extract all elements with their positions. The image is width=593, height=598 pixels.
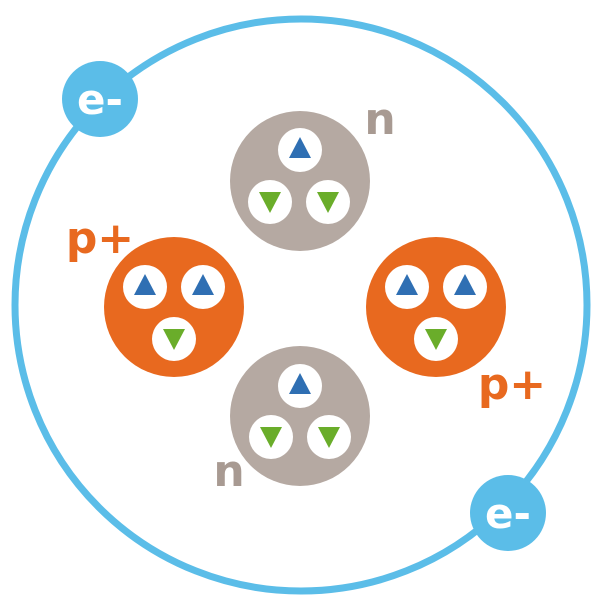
down-triangle-icon	[425, 329, 447, 350]
down-quark	[152, 317, 196, 361]
up-quark	[181, 265, 225, 309]
down-triangle-icon	[318, 427, 340, 448]
electron-orbit	[11, 15, 591, 595]
down-quark	[249, 415, 293, 459]
down-triangle-icon	[260, 427, 282, 448]
down-quark	[248, 180, 292, 224]
down-triangle-icon	[163, 329, 185, 350]
electron-label: e-	[77, 75, 123, 124]
electron-bottom-right: e-	[470, 475, 546, 551]
up-quark	[278, 128, 322, 172]
neutron-bottom	[230, 346, 370, 486]
proton-right	[366, 237, 506, 377]
up-quark	[123, 265, 167, 309]
proton-label-right: p+	[478, 359, 546, 410]
electron-label: e-	[485, 489, 531, 538]
neutron-label-bottom: n	[213, 446, 244, 497]
neutron-top	[230, 111, 370, 251]
up-triangle-icon	[192, 274, 214, 295]
up-quark	[385, 265, 429, 309]
down-triangle-icon	[259, 192, 281, 213]
proton-label-left: p+	[66, 213, 134, 264]
down-triangle-icon	[317, 192, 339, 213]
down-quark	[414, 317, 458, 361]
up-quark	[278, 364, 322, 408]
up-triangle-icon	[454, 274, 476, 295]
down-quark	[306, 180, 350, 224]
up-triangle-icon	[289, 373, 311, 394]
neutron-label-top: n	[364, 94, 395, 145]
electron-top-left: e-	[62, 61, 138, 137]
proton-left	[104, 237, 244, 377]
down-quark	[307, 415, 351, 459]
up-triangle-icon	[289, 137, 311, 158]
up-quark	[443, 265, 487, 309]
up-triangle-icon	[396, 274, 418, 295]
up-triangle-icon	[134, 274, 156, 295]
